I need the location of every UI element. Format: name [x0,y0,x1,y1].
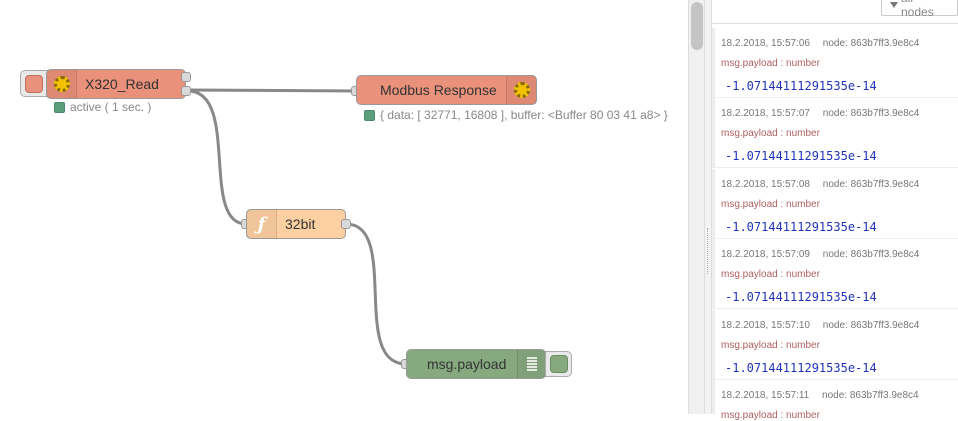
message-topic: msg.payload : number [721,128,820,139]
message-timestamp: 18.2.2018, 15:57:06 [721,38,810,49]
status-dot [364,109,375,121]
node-icon-area [47,70,77,98]
flow-wires [187,88,407,366]
debug-sidebar [712,0,958,414]
message-timestamp: 18.2.2018, 15:57:10 [721,320,810,331]
node-icon-area [517,350,545,378]
node-icon-area [506,76,536,104]
node-label: X320_Read [85,76,159,92]
message-topic: msg.payload : number [721,269,820,280]
message-meta: 18.2.2018, 15:57:10 node: 863b7ff3.9e8c4 [721,320,919,331]
output-port[interactable] [341,219,351,229]
message-meta: 18.2.2018, 15:57:11 node: 863b7ff3.9e8c4 [721,390,919,401]
message-node-id[interactable]: node: 863b7ff3.9e8c4 [822,390,919,401]
output-port-1[interactable] [181,72,191,82]
debug-message[interactable]: 18.2.2018, 15:57:09 node: 863b7ff3.9e8c4… [712,239,958,309]
debug-toggle-face [550,355,568,373]
canvas-vertical-scrollbar[interactable] [688,0,704,414]
splitter-grip[interactable] [707,228,710,274]
node-icon-area: ƒ [247,210,277,238]
filter-nodes-button[interactable]: all nodes [881,0,958,19]
message-node-id[interactable]: node: 863b7ff3.9e8c4 [822,38,920,49]
node-label: msg.payload [427,356,507,372]
sidebar-divider [712,23,958,24]
gear-icon [53,76,70,92]
message-meta: 18.2.2018, 15:57:06 node: 863b7ff3.9e8c4 [721,38,919,49]
inject-button[interactable] [20,70,48,97]
message-topic: msg.payload : number [721,58,820,69]
debug-toggle-button[interactable] [545,351,572,377]
message-meta: 18.2.2018, 15:57:08 node: 863b7ff3.9e8c4 [721,179,919,190]
message-value[interactable]: -1.07144111291535e-14 [725,361,877,375]
node-function-32bit[interactable]: ƒ 32bit [246,209,346,239]
message-topic: msg.payload : number [721,340,820,351]
message-meta: 18.2.2018, 15:57:07 node: 863b7ff3.9e8c4 [721,108,919,119]
node-debug-msg-payload[interactable]: msg.payload [406,349,546,379]
filter-label: all nodes [901,0,934,19]
message-timestamp: 18.2.2018, 15:57:08 [721,179,810,190]
message-topic: msg.payload : number [721,199,820,210]
message-value[interactable]: -1.07144111291535e-14 [725,149,877,163]
function-icon: ƒ [257,213,266,235]
message-value[interactable]: -1.07144111291535e-14 [725,79,877,93]
status-text: { data: [ 32771, 16808 ], buffer: <Buffe… [380,108,668,122]
node-label: Modbus Response [380,82,497,98]
message-node-id[interactable]: node: 863b7ff3.9e8c4 [822,179,920,190]
message-meta: 18.2.2018, 15:57:09 node: 863b7ff3.9e8c4 [721,249,919,260]
inject-button-face [25,74,43,93]
wire-function-to-debug[interactable] [345,222,407,366]
status-text: active ( 1 sec. ) [70,100,152,114]
wire-read-to-function[interactable] [187,89,247,226]
node-x320-read[interactable]: X320_Read [46,69,186,99]
debug-message[interactable]: 18.2.2018, 15:57:10 node: 863b7ff3.9e8c4… [712,310,958,380]
message-value[interactable]: -1.07144111291535e-14 [725,220,877,234]
debug-message[interactable]: 18.2.2018, 15:57:08 node: 863b7ff3.9e8c4… [712,169,958,239]
message-value[interactable]: -1.07144111291535e-14 [725,290,877,304]
debug-message[interactable]: 18.2.2018, 15:57:11 node: 863b7ff3.9e8c4… [712,380,958,421]
wire-read-to-modbus-response[interactable] [187,88,357,93]
output-port-2[interactable] [181,86,191,96]
node-label: 32bit [285,216,316,232]
node-modbus-response[interactable]: Modbus Response [356,75,537,105]
filter-icon [890,2,898,8]
sidebar-splitter[interactable] [704,0,712,414]
list-icon [526,357,537,371]
status-dot [54,101,65,113]
debug-message[interactable]: 18.2.2018, 15:57:06 node: 863b7ff3.9e8c4… [712,28,958,98]
scrollbar-thumb[interactable] [691,2,703,50]
debug-message[interactable]: 18.2.2018, 15:57:07 node: 863b7ff3.9e8c4… [712,98,958,168]
flow-canvas[interactable]: X320_Read active ( 1 sec. ) Modbus Respo… [0,0,688,414]
message-node-id[interactable]: node: 863b7ff3.9e8c4 [822,249,920,260]
message-node-id[interactable]: node: 863b7ff3.9e8c4 [822,108,920,119]
node-status-modbus-response: { data: [ 32771, 16808 ], buffer: <Buffe… [364,108,668,122]
message-topic: msg.payload : number [721,410,820,421]
gear-icon [513,82,530,98]
node-status-x320-read: active ( 1 sec. ) [54,100,151,114]
message-node-id[interactable]: node: 863b7ff3.9e8c4 [822,320,920,331]
message-timestamp: 18.2.2018, 15:57:07 [721,108,810,119]
message-timestamp: 18.2.2018, 15:57:11 [721,390,810,401]
message-timestamp: 18.2.2018, 15:57:09 [721,249,810,260]
